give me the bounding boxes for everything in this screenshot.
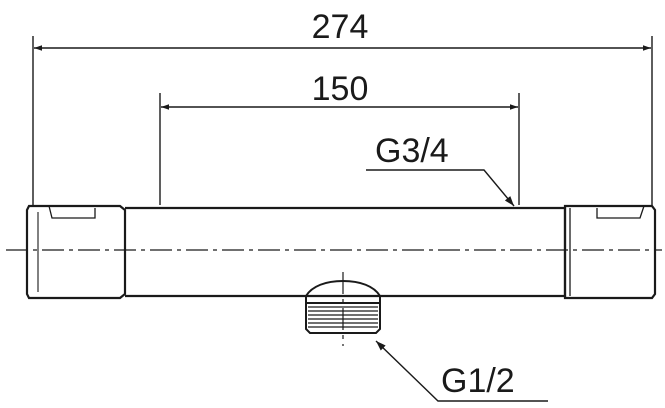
inlet-thread-body [305,303,381,334]
left-cap-notch [48,205,96,219]
left-end-cap [25,204,127,300]
leader-outlet-thread: G3/4 [366,132,515,207]
thread-label-outlet: G3/4 [375,132,449,170]
inlet-connector [305,272,381,346]
dimension-label-spacing: 150 [312,70,369,108]
right-cap-notch [596,205,645,219]
thread-lines [308,306,378,328]
dimension-label-overall: 274 [312,8,369,46]
leader-inlet-thread: G1/2 [375,340,548,402]
thread-label-inlet: G1/2 [441,362,515,400]
right-end-cap [563,204,657,300]
leader-line-inlet [375,340,548,402]
inlet-nut [305,279,381,304]
leader-line-outlet [366,169,515,207]
dimension-overall: 274 [32,8,653,205]
body-tube [125,206,567,298]
mixer-body [25,204,657,300]
dimension-spacing: 150 [159,70,520,205]
